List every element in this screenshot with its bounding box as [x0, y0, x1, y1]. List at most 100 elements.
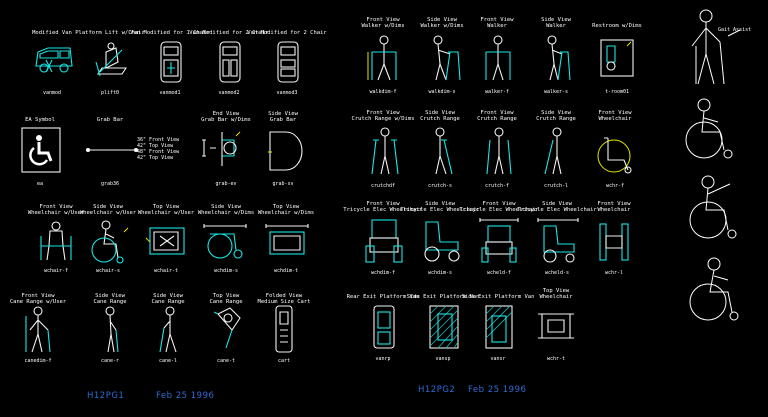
cane-side-left-icon: [159, 306, 177, 353]
van-mod-1-icon: [160, 41, 182, 83]
sheet2-r2-title-1a: Front View: [366, 110, 400, 116]
sheet2-r4-title-4a: Top View: [542, 288, 570, 294]
sheet1-r3-title-5b: Wheelchair w/Dims: [257, 210, 315, 216]
sheet2-r3-tag-1: wchdim-f: [370, 270, 396, 276]
sheet1-r3-title-3b: Wheelchair w/User: [137, 210, 195, 216]
sheet1-r1-tag-2: plift0: [100, 90, 120, 96]
sheet1-r4-title-2a: Side View: [95, 293, 125, 299]
sheet1-r2-tag-3: grab-ev: [215, 181, 237, 187]
side-exit-van-rear-icon: [485, 305, 513, 349]
sheet2-r2-title-5a: Front View: [598, 110, 632, 116]
sheet2-r2-title-3a: Front View: [480, 110, 514, 116]
standing-person-with-gait-device-icon: [691, 9, 741, 85]
sheet1-r3-tag-5: wchdim-t: [273, 268, 299, 274]
sheet1-r2-title-3a: End View: [212, 111, 240, 117]
sheet1-r4-tag-4: cane-t: [216, 358, 236, 364]
tricycle-chair-front-icon: [479, 218, 519, 263]
sheet2-r3-title-5a: Front View: [597, 201, 631, 207]
sheet2-r1-title-3b: Walker: [487, 23, 507, 29]
sheet2-r3-tag-4: wcheld-s: [544, 270, 570, 276]
sheet2-r2-tag-3: crutch-f: [484, 183, 510, 189]
sheet1-r4-title-4b: Cane Range: [209, 299, 243, 305]
sheet1-r3-tag-4: wchdim-s: [213, 268, 239, 274]
sheet2-r2-title-1b: Crutch Range w/Dims: [351, 116, 415, 122]
crutch-front-icon: [486, 127, 512, 175]
wheelchair-front-icon: [40, 221, 72, 261]
wheelchair-user-side-3-icon: [689, 257, 739, 321]
sheet1-r2-tag-1: ea: [36, 181, 44, 187]
sheet2-r3-title-4b: Tricycle Elec Wheelchair: [517, 207, 597, 213]
sheet2-r2-title-3b: Crutch Range: [477, 116, 517, 122]
sheet1-r3-title-3a: Top View: [152, 204, 180, 210]
sheet1-r4-tag-2: cane-r: [100, 358, 120, 364]
sheet2-r2-tag-1: crutchdf: [370, 183, 396, 189]
sheet1-label: H12PG1: [87, 391, 125, 401]
sheet2-r4-tag-3: vansr: [490, 356, 506, 362]
sheet1-r3-title-1b: Wheelchair w/User: [27, 210, 85, 216]
sheet1-r2-title-3b: Grab Bar w/Dims: [201, 117, 251, 123]
sheet2-r4-title-1: Rear Exit Platform Van: [346, 294, 420, 300]
grab-bar-end-view-icon: [202, 131, 241, 166]
sheet2-r1-title-3a: Front View: [480, 17, 514, 23]
sheet2-r1-title-1a: Front View: [366, 17, 400, 23]
sheet1-r4-title-4a: Top View: [212, 293, 240, 299]
sheet2-r3-tag-3: wcheld-f: [486, 270, 512, 276]
crutch-side-left-icon: [544, 127, 562, 175]
sheet2-r1-title-2a: Side View: [427, 17, 457, 23]
sheet1-r4-title-1b: Cane Range w/User: [9, 299, 67, 305]
cane-side-right-icon: [105, 306, 119, 353]
sheet2-r2-tag-2: crutch-s: [427, 183, 453, 189]
sheet1-r4-title-3b: Cane Range: [151, 299, 185, 305]
sheet2-r1-title-4a: Side View: [541, 17, 571, 23]
sheet1-r3-title-2b: Wheelchair w/User: [79, 210, 137, 216]
sheet1-r3-tag-3: wchair-t: [153, 268, 179, 274]
platform-lift-icon: [95, 42, 128, 77]
restroom-dims-icon: [600, 39, 634, 77]
sheet1-r1-tag-3: vanmod1: [159, 90, 181, 96]
sheet2-r4-tag-1: vanrp: [375, 356, 391, 362]
sheet1-date: Feb 25 1996: [156, 391, 215, 401]
tricycle-chair-side-icon: [537, 218, 579, 263]
sheet2-r1-tag-5: t-room01: [604, 89, 630, 95]
sheet2-r1-title-5: Restroom w/Dims: [592, 23, 642, 29]
tricycle-chair-side-dims-icon: [424, 221, 460, 262]
grab-bar-note-1: 36" Front View: [137, 137, 180, 143]
sheet1-r4-tag-3: cane-l: [158, 358, 178, 364]
walker-front-icon: [485, 35, 511, 81]
wheelchair-side-dims-icon: [203, 224, 247, 259]
side-panel-note: Gait Assist: [718, 27, 752, 33]
walker-side-icon: [547, 35, 571, 81]
sheet1-r2-title-1: EA Symbol: [25, 117, 55, 123]
sheet1-r2-tag-4: grab-sv: [272, 181, 294, 187]
tricycle-chair-front-dims-icon: [365, 219, 403, 263]
sheet2-r3-tag-5: wchr-l: [604, 270, 624, 276]
sheet2-r1-title-4b: Walker: [546, 23, 566, 29]
sheet2-r4-title-3: Side Exit Platform Van: [461, 294, 535, 300]
sheet2-r3-title-4a: Side View: [542, 201, 572, 207]
wheelchair-top-view-icon: [538, 313, 574, 339]
sheet1-r3-title-4b: Wheelchair w/Dims: [197, 210, 255, 216]
sheet1-r1-tag-1: vanmod: [42, 90, 62, 96]
sheet1-r1-tag-4: vanmod2: [218, 90, 240, 96]
sheet1-r1-tag-5: vanmod3: [276, 90, 298, 96]
wheelchair-user-side-2-icon: [689, 175, 737, 239]
van-mod-3-icon: [277, 41, 299, 83]
accessibility-symbol-icon: [21, 127, 61, 173]
grab-bar-side-view-icon: [268, 131, 303, 171]
sheet2-r4-title-4b: Wheelchair: [539, 294, 573, 300]
sheet2-r1-tag-1: walkdim-f: [369, 89, 397, 95]
sheet1-r1-title-5: Van Modified for 2 Chair: [247, 30, 327, 36]
sheet1-r2-tag-2: grab36: [100, 181, 120, 187]
wheelchair-user-side-1-icon: [685, 98, 733, 159]
wheelchair-front-view-icon: [597, 137, 632, 174]
sheet2-r3-title-5b: Wheelchair: [597, 207, 631, 213]
sheet1-r4-tag-1: canedim-f: [24, 358, 52, 364]
sheet1-r1-title-3: Van Modified for 1 Chair: [130, 30, 210, 36]
sheet1-r2-title-4a: Side View: [268, 111, 298, 117]
sheet2-r3-title-1b: Tricycle Elec Wheelchair: [343, 207, 423, 213]
grab-bar-note-4: 42" Top View: [137, 155, 174, 161]
sheet1-r3-title-4a: Side View: [211, 204, 241, 210]
sheet1-r4-tag-5: cart: [277, 358, 291, 364]
modified-van-icon: [35, 47, 73, 73]
sheet2-r1-title-2b: Walker w/Dims: [420, 23, 464, 29]
